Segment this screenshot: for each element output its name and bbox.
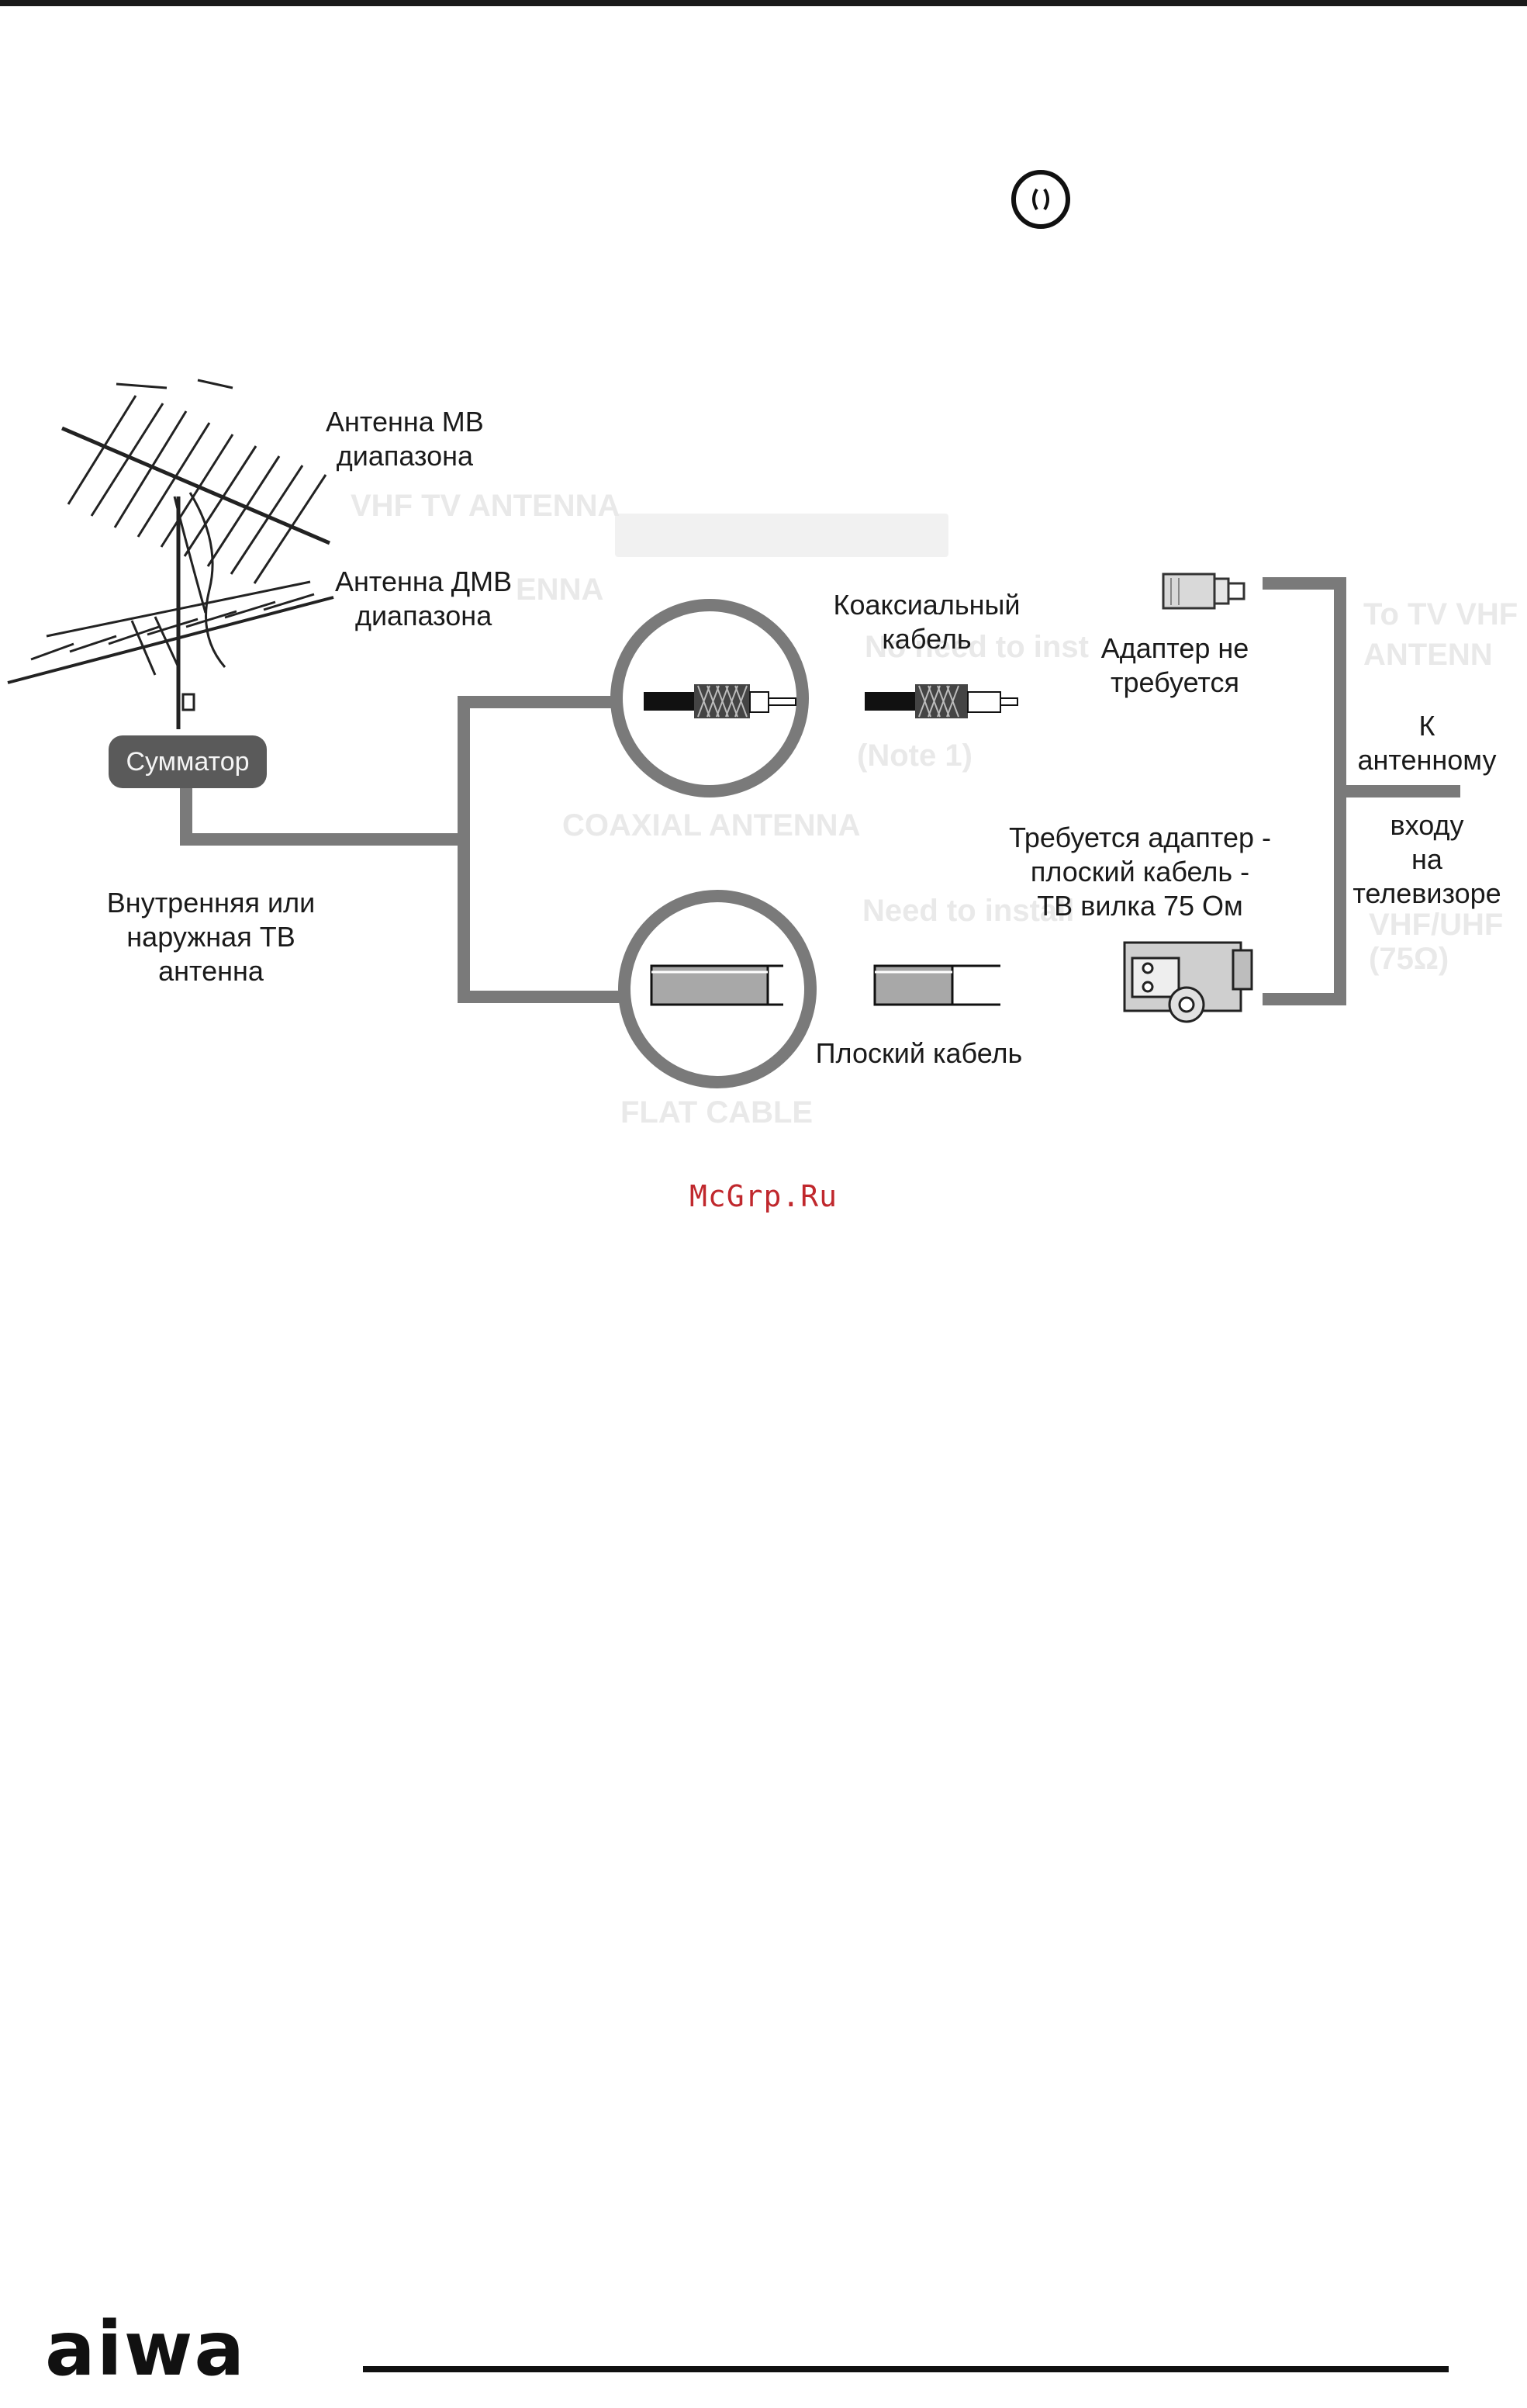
ghost-vhf: VHF TV ANTENNA	[351, 489, 620, 523]
adapter-needed-label: Требуется адаптер -плоский кабель -ТВ ви…	[1008, 822, 1272, 922]
coaxial-lens	[610, 599, 809, 797]
watermark: McGrp.Ru	[689, 1179, 838, 1213]
ghost-need1: No need to inst	[865, 630, 1089, 664]
flat-cable-icon	[873, 964, 1000, 1006]
ghost-vhfuhf-1: VHF/UHF	[1369, 908, 1504, 942]
ghost-to-tv-2: ANTENN	[1363, 638, 1493, 672]
ghost-flat: FLAT CABLE	[620, 1095, 814, 1130]
coaxial-cable-icon	[865, 684, 1018, 718]
wire-combiner-out	[180, 758, 470, 846]
top-rule	[0, 0, 1527, 6]
antenna-icon	[7, 379, 334, 729]
ghost-uhf: ENNA	[516, 573, 604, 607]
circle-bracket-icon	[1011, 170, 1070, 229]
ghost-note: (Note 1)	[857, 739, 973, 773]
ghost-vhfuhf-2: (75Ω)	[1369, 942, 1449, 976]
flat-cable-label: Плоский кабель	[815, 1037, 1023, 1069]
wires	[180, 577, 1460, 1005]
wire-tv-bracket	[1263, 577, 1346, 1005]
ghost-box	[615, 514, 948, 557]
flat-cable-lens	[618, 890, 817, 1088]
ghost-need2: Need to install	[862, 894, 1075, 928]
aiwa-logo: aiwa	[45, 2306, 247, 2392]
flat-to-coax-adapter-icon	[1123, 941, 1253, 1023]
combiner-badge: Сумматор	[109, 735, 267, 788]
antenna-connection-diagram	[7, 379, 1460, 1088]
coax-plug-icon	[1162, 573, 1245, 610]
footer-rule	[363, 2366, 1449, 2372]
ghost-to-tv-1: To TV VHF	[1363, 597, 1518, 631]
ghost-coaxial: COAXIAL ANTENNA	[562, 808, 861, 842]
